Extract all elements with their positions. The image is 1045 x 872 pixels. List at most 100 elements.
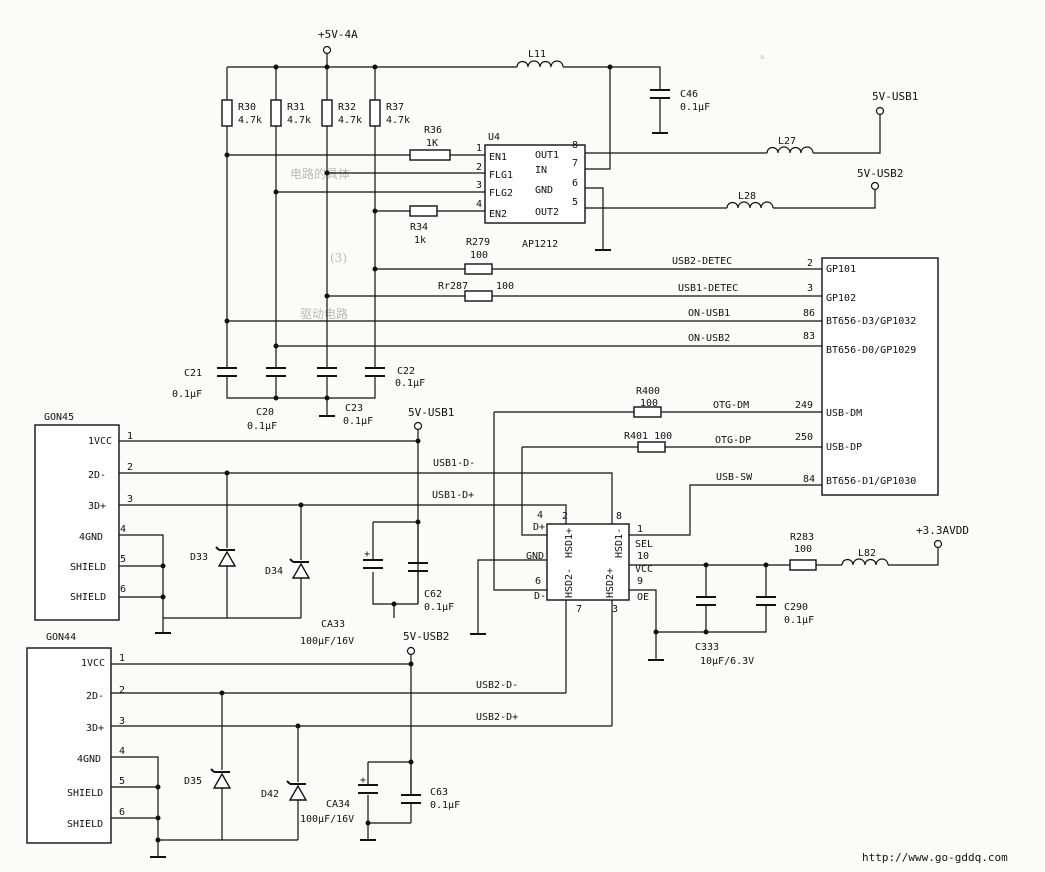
svg-text:D34: D34 [265,566,283,577]
svg-text:ON-USB2: ON-USB2 [688,333,730,344]
svg-text:1VCC: 1VCC [81,658,105,669]
svg-text:250: 250 [795,432,813,443]
svg-text:5: 5 [120,554,126,565]
resistor-r287 [464,290,493,302]
svg-text:OE: OE [637,592,649,603]
svg-text:100: 100 [470,250,488,261]
svg-text:驱动电路: 驱动电路 [300,306,348,321]
svg-text:OUT1: OUT1 [535,150,559,161]
svg-text:100: 100 [496,281,514,292]
svg-text:3: 3 [612,604,618,615]
top-supply-terminal [322,45,332,55]
svg-text:Rr287: Rr287 [438,281,468,292]
svg-text:R30: R30 [238,102,256,113]
svg-text:0.1μF: 0.1μF [395,378,425,389]
svg-text:C23: C23 [345,403,363,414]
svg-text:10μF/6.3V: 10μF/6.3V [700,656,754,667]
svg-text:249: 249 [795,400,813,411]
svg-text:EN1: EN1 [489,152,507,163]
svg-text:SHIELD: SHIELD [67,819,103,830]
svg-text:3D+: 3D+ [88,501,106,512]
svg-text:SHIELD: SHIELD [70,592,106,603]
svg-text:SHIELD: SHIELD [70,562,106,573]
svg-text:4GND: 4GND [77,754,101,765]
svg-text:R400: R400 [636,386,660,397]
resistor-r36 [409,149,451,161]
chip-u4-ap1212: U4 AP1212 EN1 FLG1 FLG2 EN2 OUT1 IN GND … [476,132,586,250]
svg-text:USB2-D+: USB2-D+ [476,712,518,723]
svg-text:2: 2 [127,462,133,473]
svg-text:1: 1 [119,653,125,664]
svg-text:R34: R34 [410,222,428,233]
svg-text:HSD2+: HSD2+ [605,568,616,598]
svg-text:D+: D+ [533,522,545,533]
svg-text:4: 4 [119,746,125,757]
svg-text:3: 3 [476,180,482,191]
svg-text:D35: D35 [184,776,202,787]
svg-text:100μF/16V: 100μF/16V [300,814,354,825]
svg-text:IN: IN [535,165,547,176]
svg-text:1VCC: 1VCC [88,436,112,447]
resistor-r32 [321,99,333,127]
svg-text:R31: R31 [287,102,305,113]
svg-text:+3.3AVDD: +3.3AVDD [916,524,969,537]
svg-text:BT656-D3/GP1032: BT656-D3/GP1032 [826,316,916,327]
diode-d35 [210,768,232,789]
svg-text:2: 2 [807,258,813,269]
resistor-r401 [637,441,666,453]
resistor-r31 [270,99,282,127]
svg-text:84: 84 [803,474,815,485]
svg-text:USB-DM: USB-DM [826,408,862,419]
inductor-l28 [726,201,774,209]
decoupling-caps [217,367,385,417]
svg-text:FLG2: FLG2 [489,188,513,199]
svg-text:OTG-DM: OTG-DM [713,400,749,411]
svg-text:SEL: SEL [635,539,653,550]
svg-text:5V-USB1: 5V-USB1 [408,406,454,419]
svg-text:L82: L82 [858,548,876,559]
background-bleed: 电路的具体 (3) 驱动电路 。 [290,47,772,321]
svg-text:+: + [360,775,366,786]
svg-text:2: 2 [119,685,125,696]
svg-text:1K: 1K [426,138,438,149]
svg-text:CA33: CA33 [321,619,345,630]
label-5v-usb1-top: 5V-USB1 [872,90,918,103]
svg-text:GP102: GP102 [826,293,856,304]
svg-text:3: 3 [119,716,125,727]
svg-text:2D-: 2D- [88,470,106,481]
svg-text:+: + [364,549,370,560]
svg-text:8: 8 [572,140,578,151]
svg-text:U4: U4 [488,132,500,143]
svg-text:。: 。 [760,47,772,61]
svg-text:7: 7 [572,158,578,169]
svg-text:EN2: EN2 [489,209,507,220]
svg-text:R401 100: R401 100 [624,431,672,442]
svg-text:6: 6 [572,178,578,189]
svg-text:7: 7 [576,604,582,615]
svg-text:USB-DP: USB-DP [826,442,862,453]
connector-gon44: GON44 1VCC 2D- 3D+ 4GND SHIELD SHIELD 1 … [26,632,125,844]
resistor-r400 [633,406,662,418]
svg-text:D42: D42 [261,789,279,800]
diode-d42 [286,780,308,801]
svg-text:4: 4 [476,199,482,210]
svg-text:5: 5 [119,776,125,787]
svg-text:L28: L28 [738,191,756,202]
resistor-r279 [464,263,493,275]
svg-text:HSD1-: HSD1- [614,528,625,558]
svg-text:0.1μF: 0.1μF [247,421,277,432]
svg-text:FLG1: FLG1 [489,170,513,181]
svg-text:C22: C22 [397,366,415,377]
svg-text:4.7k: 4.7k [386,115,410,126]
svg-text:GON45: GON45 [44,412,74,423]
top-supply-label: +5V-4A [318,28,358,41]
svg-text:D33: D33 [190,552,208,563]
svg-text:C20: C20 [256,407,274,418]
svg-text:BT656-D0/GP1029: BT656-D0/GP1029 [826,345,916,356]
inductor-l11: L11 [516,49,564,68]
svg-text:100: 100 [794,544,812,555]
svg-text:OTG-DP: OTG-DP [715,435,751,446]
svg-text:GND: GND [535,185,553,196]
svg-text:2D-: 2D- [86,691,104,702]
svg-text:HSD1+: HSD1+ [564,528,575,558]
